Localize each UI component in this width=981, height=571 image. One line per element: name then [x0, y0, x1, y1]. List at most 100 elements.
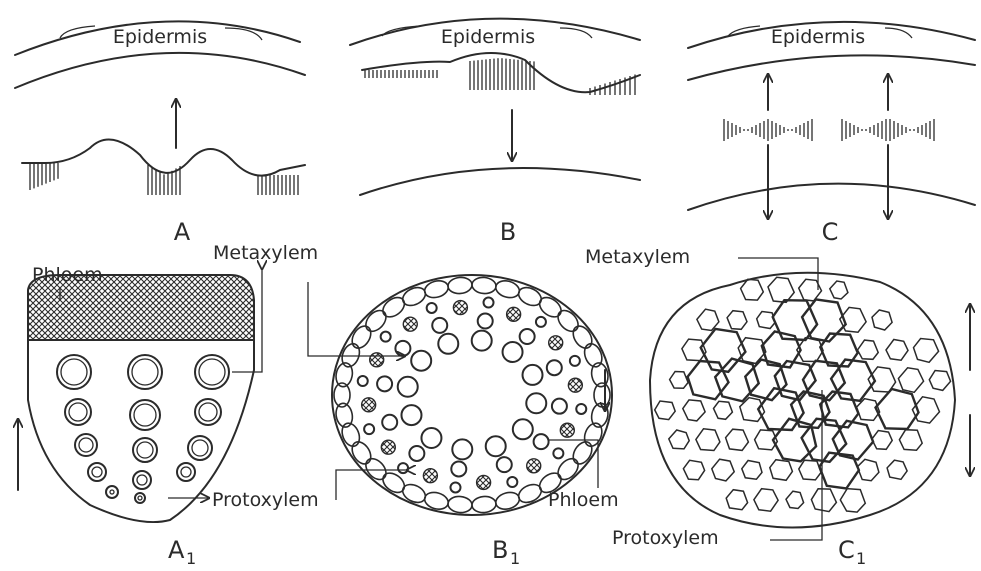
panel-subscript-a1: 1: [186, 549, 196, 568]
xylem-cell: [696, 429, 720, 451]
vessel-lumen: [110, 490, 114, 494]
xylem-cell: [791, 392, 829, 428]
pericycle-cell: [348, 323, 374, 352]
xylem-vessel: [451, 461, 466, 476]
xylem-vessel: [401, 405, 421, 425]
xylem-vessel: [398, 377, 418, 397]
epidermis-inner-line-a: [15, 53, 305, 88]
xylem-vessel: [377, 376, 392, 391]
xylem-vessel: [135, 493, 145, 503]
phloem-patch: [381, 440, 395, 454]
xylem-cell: [811, 489, 836, 512]
vessel-lumen: [199, 359, 225, 385]
xylem-vessel: [88, 463, 106, 481]
xylem-cell: [840, 489, 865, 512]
epidermis-label-b: Epidermis: [441, 26, 535, 48]
xylem-vessel: [382, 415, 397, 430]
xylem-cell: [929, 371, 950, 391]
xylem-cell: [683, 400, 705, 421]
xylem-vessel: [432, 318, 447, 333]
phloem-patch: [370, 353, 384, 367]
xylem-vessel: [128, 355, 162, 389]
xylem-vessel: [411, 351, 431, 371]
xylem-vessel: [570, 356, 580, 366]
xylem-cell: [683, 460, 704, 479]
xylem-cell-network-c1: [655, 277, 951, 512]
xylem-vessel: [398, 463, 408, 473]
xylem-vessel: [450, 482, 460, 492]
pericycle-cell: [569, 438, 595, 467]
vessel-lumen: [134, 404, 156, 426]
epidermis-label-c: Epidermis: [771, 26, 865, 48]
panel-c: Epidermis C: [688, 22, 975, 246]
xylem-cell: [819, 453, 859, 489]
metaxylem-label-c1: Metaxylem: [585, 246, 690, 268]
vessel-lumen: [137, 475, 147, 485]
panel-b1: Phloem B 1: [308, 275, 619, 568]
xylem-cell: [898, 368, 923, 393]
pericycle-cell: [447, 495, 472, 513]
vessel-lumen: [132, 359, 158, 385]
protoxylem-leader-c1: [770, 390, 822, 540]
phloem-patch: [423, 469, 437, 483]
xylem-cell: [768, 277, 794, 302]
center-line-c: [688, 184, 975, 210]
differentiation-wave-a: [22, 139, 305, 175]
xylem-vessel: [497, 457, 512, 472]
xylem-vessel: [75, 434, 97, 456]
panel-b: Epidermis B: [350, 19, 640, 246]
hatching-c: [724, 119, 934, 141]
xylem-cell: [727, 311, 747, 330]
panel-label-b: B: [500, 218, 516, 246]
xylem-cell: [872, 431, 892, 450]
xylem-vessel: [576, 404, 586, 414]
xylem-vessel: [381, 332, 391, 342]
xylem-vessel: [177, 463, 195, 481]
pericycle-cell: [362, 455, 390, 484]
xylem-cell: [786, 491, 804, 508]
xylem-cell: [655, 401, 676, 420]
center-line-b: [360, 168, 640, 195]
xylem-vessel: [472, 331, 492, 351]
vessel-lumen: [137, 442, 153, 458]
panel-subscript-c1: 1: [856, 549, 866, 568]
xylem-vessel: [520, 329, 535, 344]
differentiation-wave-b: [362, 53, 640, 92]
vessel-lumen: [199, 403, 217, 421]
vessel-lumen: [79, 438, 93, 452]
panel-subscript-b1: 1: [510, 549, 520, 568]
xylem-cell: [754, 489, 778, 512]
phloem-leader-b1: [548, 440, 598, 488]
phloem-patch: [362, 398, 376, 412]
xylem-cell: [830, 281, 848, 299]
xylem-cell: [887, 460, 907, 479]
phloem-label-a1: Phloem: [32, 264, 103, 286]
pericycle-cell: [471, 276, 496, 294]
xylem-cell: [714, 401, 733, 419]
xylem-vessel: [513, 419, 533, 439]
xylem-vessel: [534, 434, 549, 449]
xylem-cell: [857, 459, 879, 480]
phloem-patch: [477, 475, 491, 489]
pericycle-cell: [471, 495, 496, 513]
panel-a1: Phloem Metaxylem Protoxylem A 1: [18, 242, 319, 568]
phloem-patch: [507, 307, 521, 321]
xylem-vessel: [364, 424, 374, 434]
xylem-cell: [697, 309, 719, 330]
phloem-patch: [527, 459, 541, 473]
xylem-cell: [899, 430, 922, 451]
panel-c1: Metaxylem Protoxylem C 1: [585, 246, 970, 568]
xylem-vessel: [486, 436, 506, 456]
phloem-label-b1: Phloem: [548, 489, 619, 511]
vessel-lumen: [192, 440, 208, 456]
xylem-cell: [770, 460, 793, 481]
xylem-vessel: [552, 399, 567, 414]
xylem-vessel: [427, 303, 437, 313]
panel-a: Epidermis A: [15, 21, 305, 246]
xylem-cell: [726, 429, 749, 450]
vessel-lumen: [61, 359, 87, 385]
xylem-vessel: [133, 471, 151, 489]
xylem-cell: [886, 340, 908, 361]
panel-label-b1: B: [492, 536, 508, 564]
